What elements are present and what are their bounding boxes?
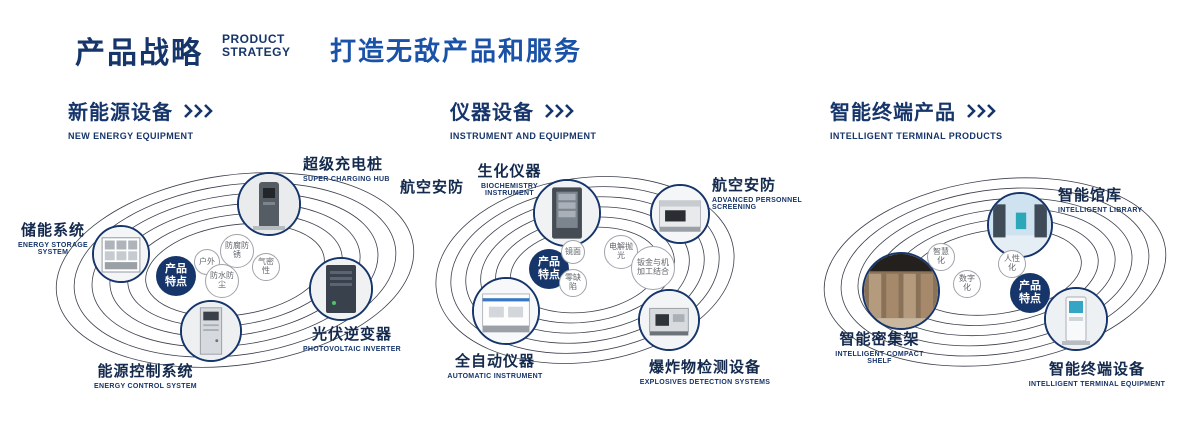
feature-bubble-waterproof: 防水防尘	[205, 264, 239, 298]
product-name: 智能密集架	[839, 331, 920, 348]
product-name: 超级充电桩	[303, 156, 384, 173]
product-circle-energy-storage	[92, 225, 150, 283]
photovoltaic-inverter-image	[311, 259, 371, 319]
product-name-en: ENERGY CONTROL SYSTEM	[94, 383, 197, 390]
product-name: 智能终端设备	[1048, 361, 1145, 378]
product-label-automatic-instrument: 全自动仪器 AUTOMATIC INSTRUMENT	[430, 350, 560, 380]
page-subtitle-line1: PRODUCT	[222, 32, 285, 46]
product-name: 能源控制系统	[97, 363, 194, 380]
feature-center-circle: 产品特点	[1010, 273, 1050, 313]
product-name: 生化仪器	[477, 163, 542, 180]
section-subtitle: INSTRUMENT AND EQUIPMENT	[450, 131, 597, 141]
product-name: 全自动仪器	[454, 353, 535, 370]
product-label-super-charging-hub: 超级充电桩 SUPER CHARGING HUB	[303, 153, 418, 183]
section-subtitle: INTELLIGENT TERMINAL PRODUCTS	[830, 131, 1003, 141]
feature-bubble-humanized: 人性化	[998, 250, 1026, 278]
product-name-en: BIOCHEMISTRY INSTRUMENT	[480, 183, 538, 197]
page-subtitle: PRODUCT STRATEGY	[222, 32, 291, 60]
intelligent-compact-shelf-image	[864, 254, 938, 328]
feature-bubble-mirror-finish: 镜面	[561, 240, 585, 264]
product-name: 航空安防	[712, 177, 777, 194]
page-title: 产品战略	[75, 37, 203, 70]
product-circle-energy-control-system	[180, 300, 242, 362]
product-label-personnel-screening: 航空安防 ADVANCED PERSONNEL SCREENING	[712, 174, 822, 211]
personnel-screening-image	[652, 186, 708, 242]
product-name: 智能馆库	[1058, 187, 1123, 204]
feature-bubble-electropolishing: 电解抛光	[604, 235, 638, 269]
product-circle-personnel-screening	[650, 184, 710, 244]
product-circle-super-charging-hub	[237, 172, 301, 236]
section-title: 新能源设备	[68, 102, 173, 124]
product-circle-intelligent-library	[987, 192, 1053, 258]
product-name: 爆炸物检测设备	[648, 359, 761, 376]
product-name-en: AUTOMATIC INSTRUMENT	[447, 373, 543, 380]
product-name-en: EXPLOSIVES DETECTION SYSTEMS	[639, 379, 771, 386]
triple-chevron-icon	[545, 103, 574, 118]
product-circle-photovoltaic-inverter	[309, 257, 373, 321]
automatic-instrument-image	[474, 279, 538, 343]
product-label-energy-storage: 储能系统 ENERGY STORAGE SYSTEM	[12, 219, 94, 256]
product-label-intelligent-compact-shelf: 智能密集架 INTELLIGENT COMPACT SHELF	[822, 328, 937, 365]
product-name-en: SUPER CHARGING HUB	[303, 176, 390, 183]
feature-bubble-digitalized: 数字化	[953, 270, 981, 298]
charging-hub-image	[239, 174, 299, 234]
triple-chevron-icon	[184, 103, 213, 118]
product-label-photovoltaic-inverter: 光伏逆变器 PHOTOVOLTAIC INVERTER	[292, 323, 412, 353]
section-title: 仪器设备	[450, 102, 534, 124]
triple-chevron-icon	[967, 103, 996, 118]
product-name-en: INTELLIGENT TERMINAL EQUIPMENT	[1028, 381, 1166, 388]
section-title: 智能终端产品	[830, 102, 956, 124]
product-label-intelligent-terminal-equipment: 智能终端设备 INTELLIGENT TERMINAL EQUIPMENT	[1022, 358, 1172, 388]
feature-bubble-sheet-metal-machining: 钣金与机加工结合	[631, 246, 675, 290]
feature-bubble-zero-defect: 零缺陷	[559, 269, 587, 297]
product-name-en: ENERGY STORAGE SYSTEM	[17, 242, 89, 256]
product-circle-explosives-detection	[638, 289, 700, 351]
section-header-instrument: 仪器设备 INSTRUMENT AND EQUIPMENT	[450, 96, 596, 141]
product-name: 光伏逆变器	[311, 326, 392, 343]
biochemistry-instrument-image	[535, 181, 599, 245]
product-label-explosives-detection: 爆炸物检测设备 EXPLOSIVES DETECTION SYSTEMS	[630, 356, 780, 386]
intelligent-library-image	[989, 194, 1051, 256]
feature-bubble-airtight: 气密性	[252, 253, 280, 281]
product-label-biochemistry-instrument: 生化仪器 BIOCHEMISTRY INSTRUMENT	[462, 160, 557, 197]
product-name: 储能系统	[20, 222, 85, 239]
product-name-en: INTELLIGENT LIBRARY	[1058, 207, 1143, 214]
feature-bubble-intelligent: 智慧化	[927, 243, 955, 271]
feature-center-circle: 产品特点	[156, 256, 196, 296]
section-subtitle: NEW ENERGY EQUIPMENT	[68, 131, 194, 141]
section-header-new-energy: 新能源设备 NEW ENERGY EQUIPMENT	[68, 96, 217, 141]
product-label-intelligent-library: 智能馆库 INTELLIGENT LIBRARY	[1058, 184, 1178, 214]
energy-control-system-image	[182, 302, 240, 360]
explosives-detection-image	[640, 291, 698, 349]
tagline: 打造无敌产品和服务	[330, 36, 583, 66]
section-header-intelligent-terminal: 智能终端产品 INTELLIGENT TERMINAL PRODUCTS	[830, 96, 1002, 141]
intelligent-terminal-equipment-image	[1046, 289, 1106, 349]
product-circle-biochemistry-instrument	[533, 179, 601, 247]
aviation-security-label: 航空安防	[400, 179, 465, 196]
product-circle-automatic-instrument	[472, 277, 540, 345]
feature-bubble-anticorrosion: 防腐防锈	[220, 234, 254, 268]
product-circle-intelligent-terminal-equipment	[1044, 287, 1108, 351]
product-name-en: INTELLIGENT COMPACT SHELF	[835, 351, 924, 365]
product-name-en: PHOTOVOLTAIC INVERTER	[302, 346, 402, 353]
energy-storage-image	[94, 227, 148, 281]
page-subtitle-line2: STRATEGY	[222, 45, 291, 60]
feature-bubble-outdoor: 户外	[194, 249, 220, 275]
product-name-en: ADVANCED PERSONNEL SCREENING	[712, 197, 802, 211]
product-label-energy-control-system: 能源控制系统 ENERGY CONTROL SYSTEM	[78, 360, 213, 390]
product-circle-intelligent-compact-shelf	[862, 252, 940, 330]
